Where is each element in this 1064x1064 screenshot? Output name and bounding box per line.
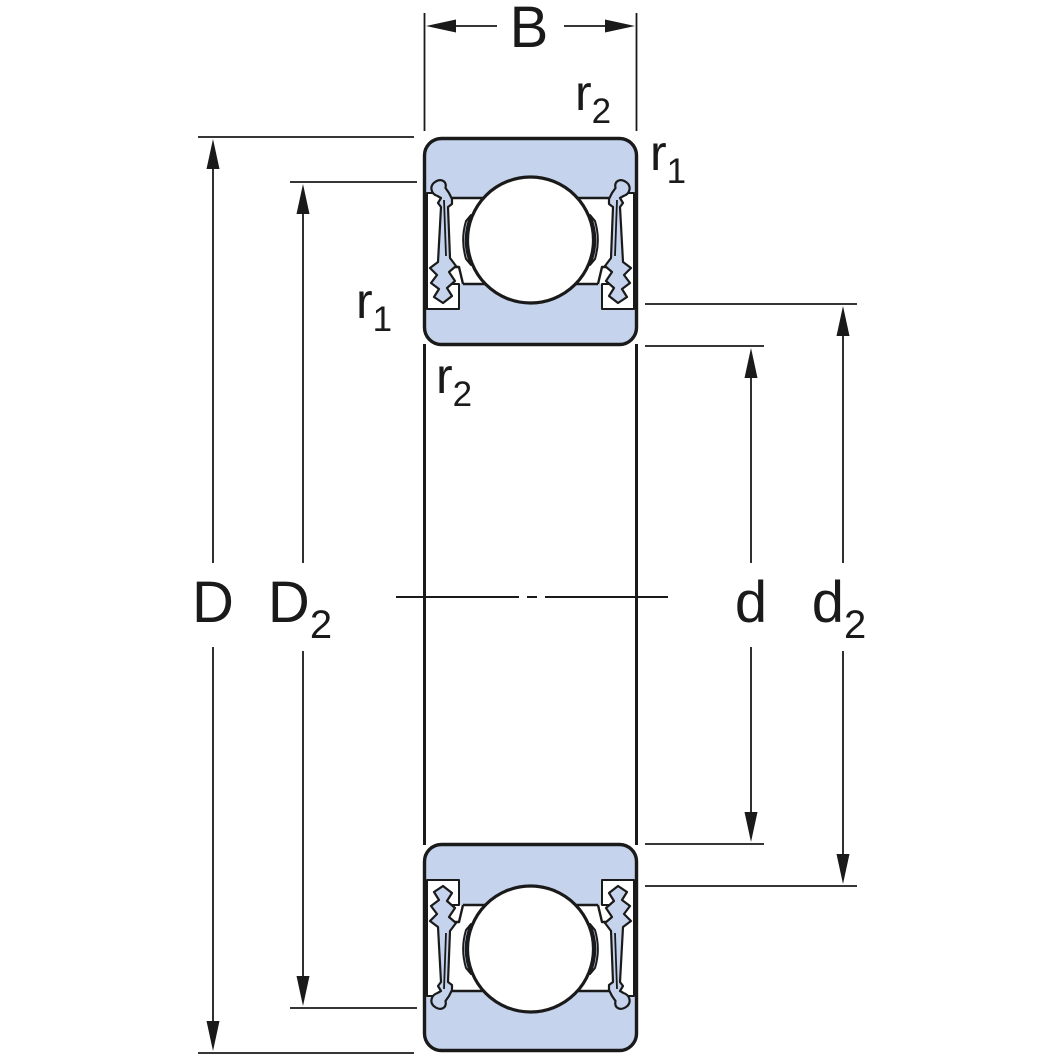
arrowhead-down [296, 976, 310, 1006]
label-B: B [510, 0, 549, 60]
arrowhead-up [206, 139, 220, 169]
dimension-D: D [192, 136, 414, 1054]
seal-insert-line [443, 199, 447, 257]
arrowhead-down [836, 854, 850, 884]
extension-lines-D2 [290, 181, 417, 1009]
label-d2-subscript: 2 [844, 603, 866, 647]
extension-lines-d2 [645, 303, 857, 887]
label-r1-base: r [356, 273, 373, 329]
label-D2: D2 [268, 570, 332, 647]
extension-lines-D [198, 136, 414, 1054]
label-d2: d2 [812, 570, 867, 647]
label-d2-base: d [812, 570, 844, 635]
label-r1-subscript: 1 [373, 300, 392, 339]
dimension-B: B [423, 0, 638, 131]
bearing-side-face-lines [423, 344, 638, 845]
arrowhead-up [836, 306, 850, 336]
label-r1-subscript: 1 [667, 152, 686, 191]
label-r1-top-right: r1 [650, 125, 686, 191]
label-D2-subscript: 2 [310, 603, 332, 647]
label-r2-base: r [436, 348, 453, 404]
label-r2-subscript: 2 [453, 375, 472, 414]
label-r2-left: r2 [436, 348, 472, 414]
arrowhead-down [744, 812, 758, 842]
bearing-section-lower [425, 845, 637, 1051]
dimension-d2: d2 [645, 303, 867, 887]
arrowhead-up [296, 184, 310, 214]
label-r1-left: r1 [356, 273, 392, 339]
label-D2-base: D [268, 570, 310, 635]
label-r2-subscript: 2 [592, 92, 611, 131]
label-d: d [735, 570, 767, 635]
dimension-d: d [645, 345, 767, 845]
arrowhead-left [426, 19, 456, 33]
dimension-D2: D2 [268, 181, 417, 1009]
arrowhead-right [605, 19, 635, 33]
label-r1-base: r [650, 125, 667, 181]
bearing-section-upper [422, 136, 639, 347]
seal-insert-line [614, 199, 618, 257]
label-r2-top: r2 [575, 65, 611, 131]
bearing-seal [428, 179, 458, 305]
label-r2-base: r [575, 65, 592, 121]
arrowhead-down [206, 1021, 220, 1051]
extension-lines-d [645, 345, 764, 845]
arrowhead-up [744, 348, 758, 378]
label-D: D [192, 570, 234, 635]
bearing-cross-section [422, 136, 639, 1051]
bearing-ball [465, 175, 596, 305]
extension-lines-B [423, 13, 638, 131]
